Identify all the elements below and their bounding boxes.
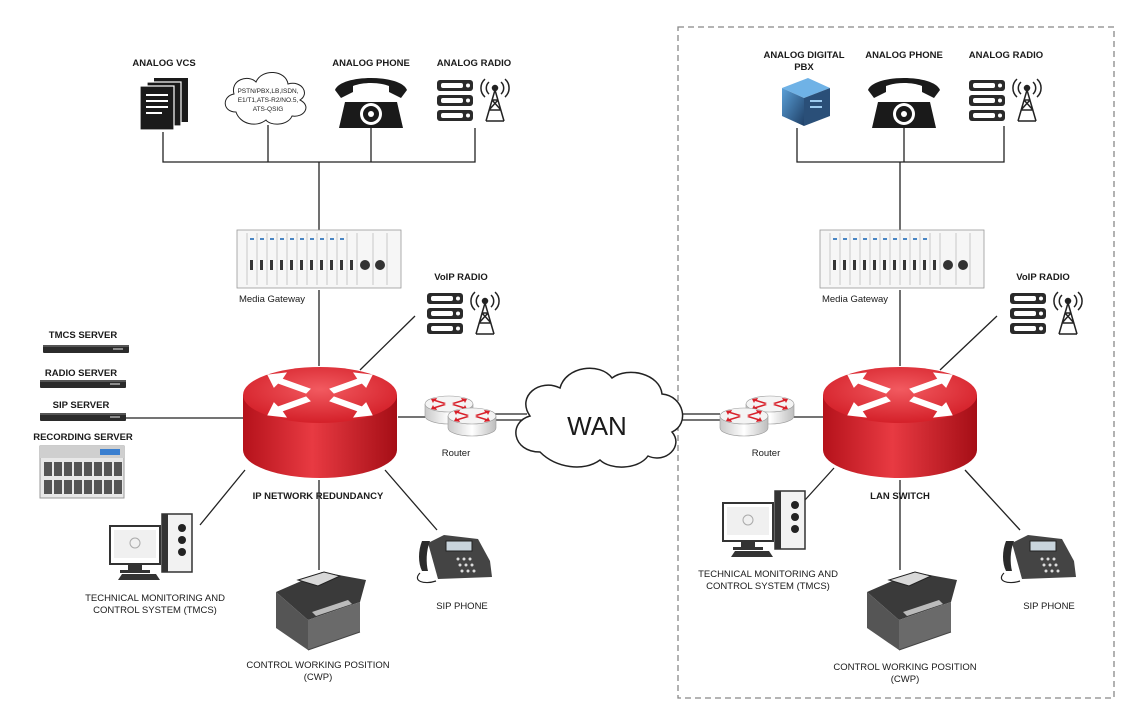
label-cwp-left-1: CONTROL WORKING POSITION	[246, 660, 389, 671]
ip-network-switch-icon	[242, 366, 398, 479]
label-analog-phone-right: ANALOG PHONE	[865, 50, 943, 61]
label-tmcs-left-1: TECHNICAL MONITORING AND	[85, 593, 225, 604]
analog-radio-icon-right	[968, 78, 1042, 122]
media-gateway-icon	[236, 229, 402, 289]
label-analog-vcs: ANALOG VCS	[132, 58, 195, 69]
voip-radio-icon	[426, 291, 500, 335]
analog-phone-icon	[335, 78, 407, 128]
analog-radio-icon	[436, 78, 510, 122]
label-analog-phone-left: ANALOG PHONE	[332, 58, 410, 69]
tmcs-computer-icon-left	[109, 513, 193, 581]
label-lan-switch: LAN SWITCH	[870, 491, 930, 502]
label-ip-network-redundancy: IP NETWORK REDUNDANCY	[253, 491, 384, 502]
label-analog-radio-right: ANALOG RADIO	[969, 50, 1043, 61]
label-tmcs-server: TMCS SERVER	[49, 330, 118, 341]
label-media-gateway-left: Media Gateway	[239, 294, 305, 305]
sip-server-icon	[40, 413, 126, 421]
label-analog-radio-left: ANALOG RADIO	[437, 58, 511, 69]
label-pbx-2: PBX	[794, 62, 814, 73]
analog-vcs-icon	[139, 78, 188, 131]
label-sip-server: SIP SERVER	[53, 400, 110, 411]
right-connections	[680, 126, 1021, 570]
label-voip-radio-right: VoIP RADIO	[1016, 272, 1070, 283]
label-tmcs-right-1: TECHNICAL MONITORING AND	[698, 569, 838, 580]
radio-server-icon	[40, 380, 126, 388]
label-cwp-right-2: (CWP)	[891, 674, 920, 685]
media-gateway-icon-right	[819, 229, 985, 289]
cwp-console-icon-right	[866, 571, 958, 651]
wan-cloud-icon: WAN	[515, 367, 684, 468]
router-icon-left-2	[447, 407, 497, 437]
label-tmcs-right-2: CONTROL SYSTEM (TMCS)	[706, 581, 830, 592]
wan-label: WAN	[567, 411, 627, 441]
sip-phone-icon-right	[1000, 534, 1077, 584]
lan-switch-icon	[822, 366, 978, 479]
analog-phone-icon-right	[868, 78, 940, 128]
site-boundary	[677, 26, 1115, 699]
label-router-left: Router	[442, 448, 471, 459]
label-recording-server: RECORDING SERVER	[33, 432, 133, 443]
label-sip-phone-right: SIP PHONE	[1023, 601, 1075, 612]
recording-server-icon	[39, 445, 125, 499]
label-router-right: Router	[752, 448, 781, 459]
label-voip-radio-left: VoIP RADIO	[434, 272, 488, 283]
cloud-text-3: ATS-QSIG	[253, 106, 284, 113]
label-sip-phone-left: SIP PHONE	[436, 601, 488, 612]
label-cwp-right-1: CONTROL WORKING POSITION	[833, 662, 976, 673]
tmcs-computer-icon-right	[722, 490, 806, 558]
label-radio-server: RADIO SERVER	[45, 368, 117, 379]
cloud-text-1: PSTN/PBX,LB,ISDN,	[237, 88, 298, 95]
label-cwp-left-2: (CWP)	[304, 672, 333, 683]
cloud-text-2: E1/T1,ATS-R2/NO.5,	[238, 97, 299, 104]
router-icon-right-2	[719, 407, 769, 437]
label-pbx-1: ANALOG DIGITAL	[763, 50, 844, 61]
sip-phone-icon-left	[416, 534, 493, 584]
tmcs-server-icon	[43, 345, 129, 353]
voip-radio-icon-right	[1009, 291, 1083, 335]
cwp-console-icon-left	[275, 571, 367, 651]
label-media-gateway-right: Media Gateway	[822, 294, 888, 305]
pbx-icon	[782, 78, 830, 126]
left-connections	[125, 125, 527, 570]
label-tmcs-left-2: CONTROL SYSTEM (TMCS)	[93, 605, 217, 616]
pstn-cloud-icon: PSTN/PBX,LB,ISDN, E1/T1,ATS-R2/NO.5, ATS…	[224, 72, 307, 125]
